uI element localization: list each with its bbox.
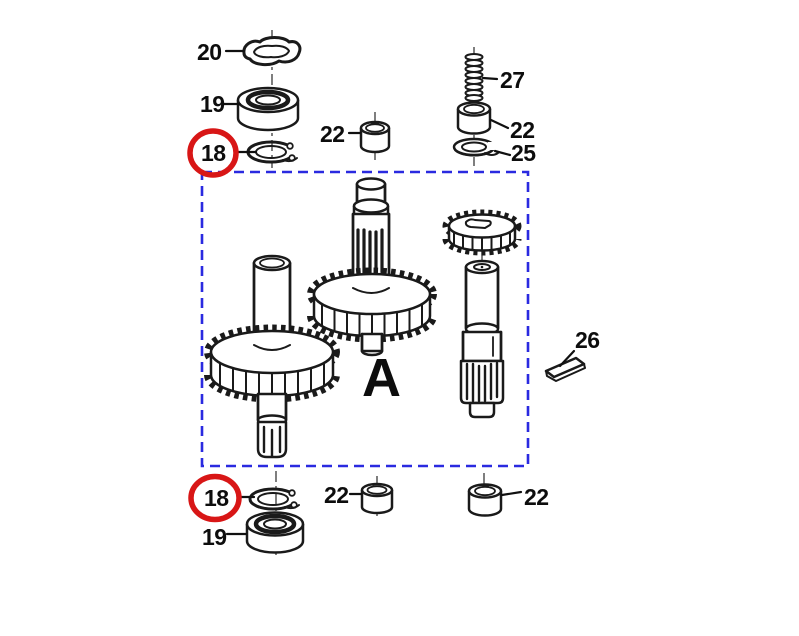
gear-top-face [209,329,335,375]
lower-sides [461,330,503,363]
output-shaft-right [459,259,505,419]
snap-ring-lug [288,489,296,497]
callout-22-right-label: 22 [510,117,535,143]
gear-tooth-lines [453,232,511,251]
washer-bore [461,141,487,153]
gear-teeth-bottom [307,315,437,343]
washer-split [488,142,497,150]
bearing-ball-row [253,513,297,535]
callouts: 20 19 18 22 27 22 25 26 18 22 22 19 [187,39,600,550]
shaft-top-bore [259,257,285,269]
part-lock-washer [452,137,499,157]
gear-teeth-rim [307,267,437,321]
part-bearing-top [236,86,300,132]
leader-line-22-bottom-right [500,490,523,497]
bushing-bore [463,103,485,115]
group-label-a: A [362,348,401,408]
highlight-circle-18-bottom [188,473,242,523]
mainshaft-middle [307,177,437,357]
bearing-ball-row [245,89,291,111]
wave-washer-inner-edge [253,44,290,59]
callout-22-bottom-middle-label: 22 [324,482,349,508]
key-thickness [545,363,586,382]
part-wave-washer-top [242,36,302,67]
upper-fill [464,265,500,330]
part-bushing-top-middle [359,120,391,154]
callout-20-label: 20 [197,39,222,65]
callout-25-label: 25 [511,140,536,166]
part-snap-ring-bottom [248,487,302,511]
callout-22-top-label: 22 [320,121,345,147]
group-box-a-border [200,170,530,468]
gear-tooth-lines [219,363,325,396]
stub-bottom [360,349,384,357]
snap-ring-lug [286,142,294,150]
bushing-notch [370,121,379,125]
gear-hub-arc [253,344,291,351]
highlight-circle-18-top [187,128,239,178]
bottom-stub [468,401,496,419]
leader-line-25 [493,149,512,157]
bushing-bore [474,485,496,497]
top-bore [473,263,491,271]
lower-fill [461,330,503,363]
collar-top [352,198,390,214]
spring-coil [464,94,484,102]
group-box-a: A [200,170,530,468]
snap-ring-tail [284,504,300,510]
part-bushing-bottom-middle [360,482,394,515]
part-bushing-bottom-right [467,483,503,517]
part-spring [464,53,484,102]
callout-19-top-label: 19 [200,91,225,117]
countershaft-left [204,254,340,459]
pinion-gear [442,209,522,256]
stub-fill [360,332,384,353]
splined-section [459,359,505,405]
callout-26-label: 26 [575,327,600,353]
callout-19-bottom-label: 19 [202,524,227,550]
leader-line-27 [481,76,499,81]
spline-lines [465,361,499,403]
gear-top-face [447,213,517,239]
gear-hub-arc [352,287,390,294]
leader-line-26 [558,349,576,368]
gear-keyway [464,218,492,229]
bushing-bore [366,485,388,495]
part-bushing-right [456,101,492,135]
tip-top-face [355,177,387,191]
bearing-bore [263,518,287,530]
washer-split-end [484,152,499,156]
bearing-bore [255,94,281,106]
leader-line-22-right [489,118,510,130]
callout-18-top-label: 18 [201,140,226,166]
bushing-bore [365,123,385,133]
gear-teeth-bottom [442,238,522,256]
center-mark [480,265,484,269]
stub-sides [256,392,288,422]
part-bearing-bottom [245,511,305,554]
callout-18-bottom-label: 18 [204,485,229,511]
callout-27-label: 27 [500,67,525,93]
spline-lines [356,228,384,276]
snap-ring-inner [255,145,287,159]
callout-22-bottom-right-label: 22 [524,484,549,510]
stub-sides [360,332,384,353]
washer-thickness-edge [454,149,494,157]
part-shaft-key [544,356,586,382]
wave-washer-outline [242,36,302,67]
bushing-notch [480,484,489,487]
upper-sides [464,265,500,330]
snap-ring-inner [257,492,289,506]
snap-ring-tail [282,157,298,163]
gear-tooth-lines [321,304,423,336]
spline-lines [262,425,282,458]
